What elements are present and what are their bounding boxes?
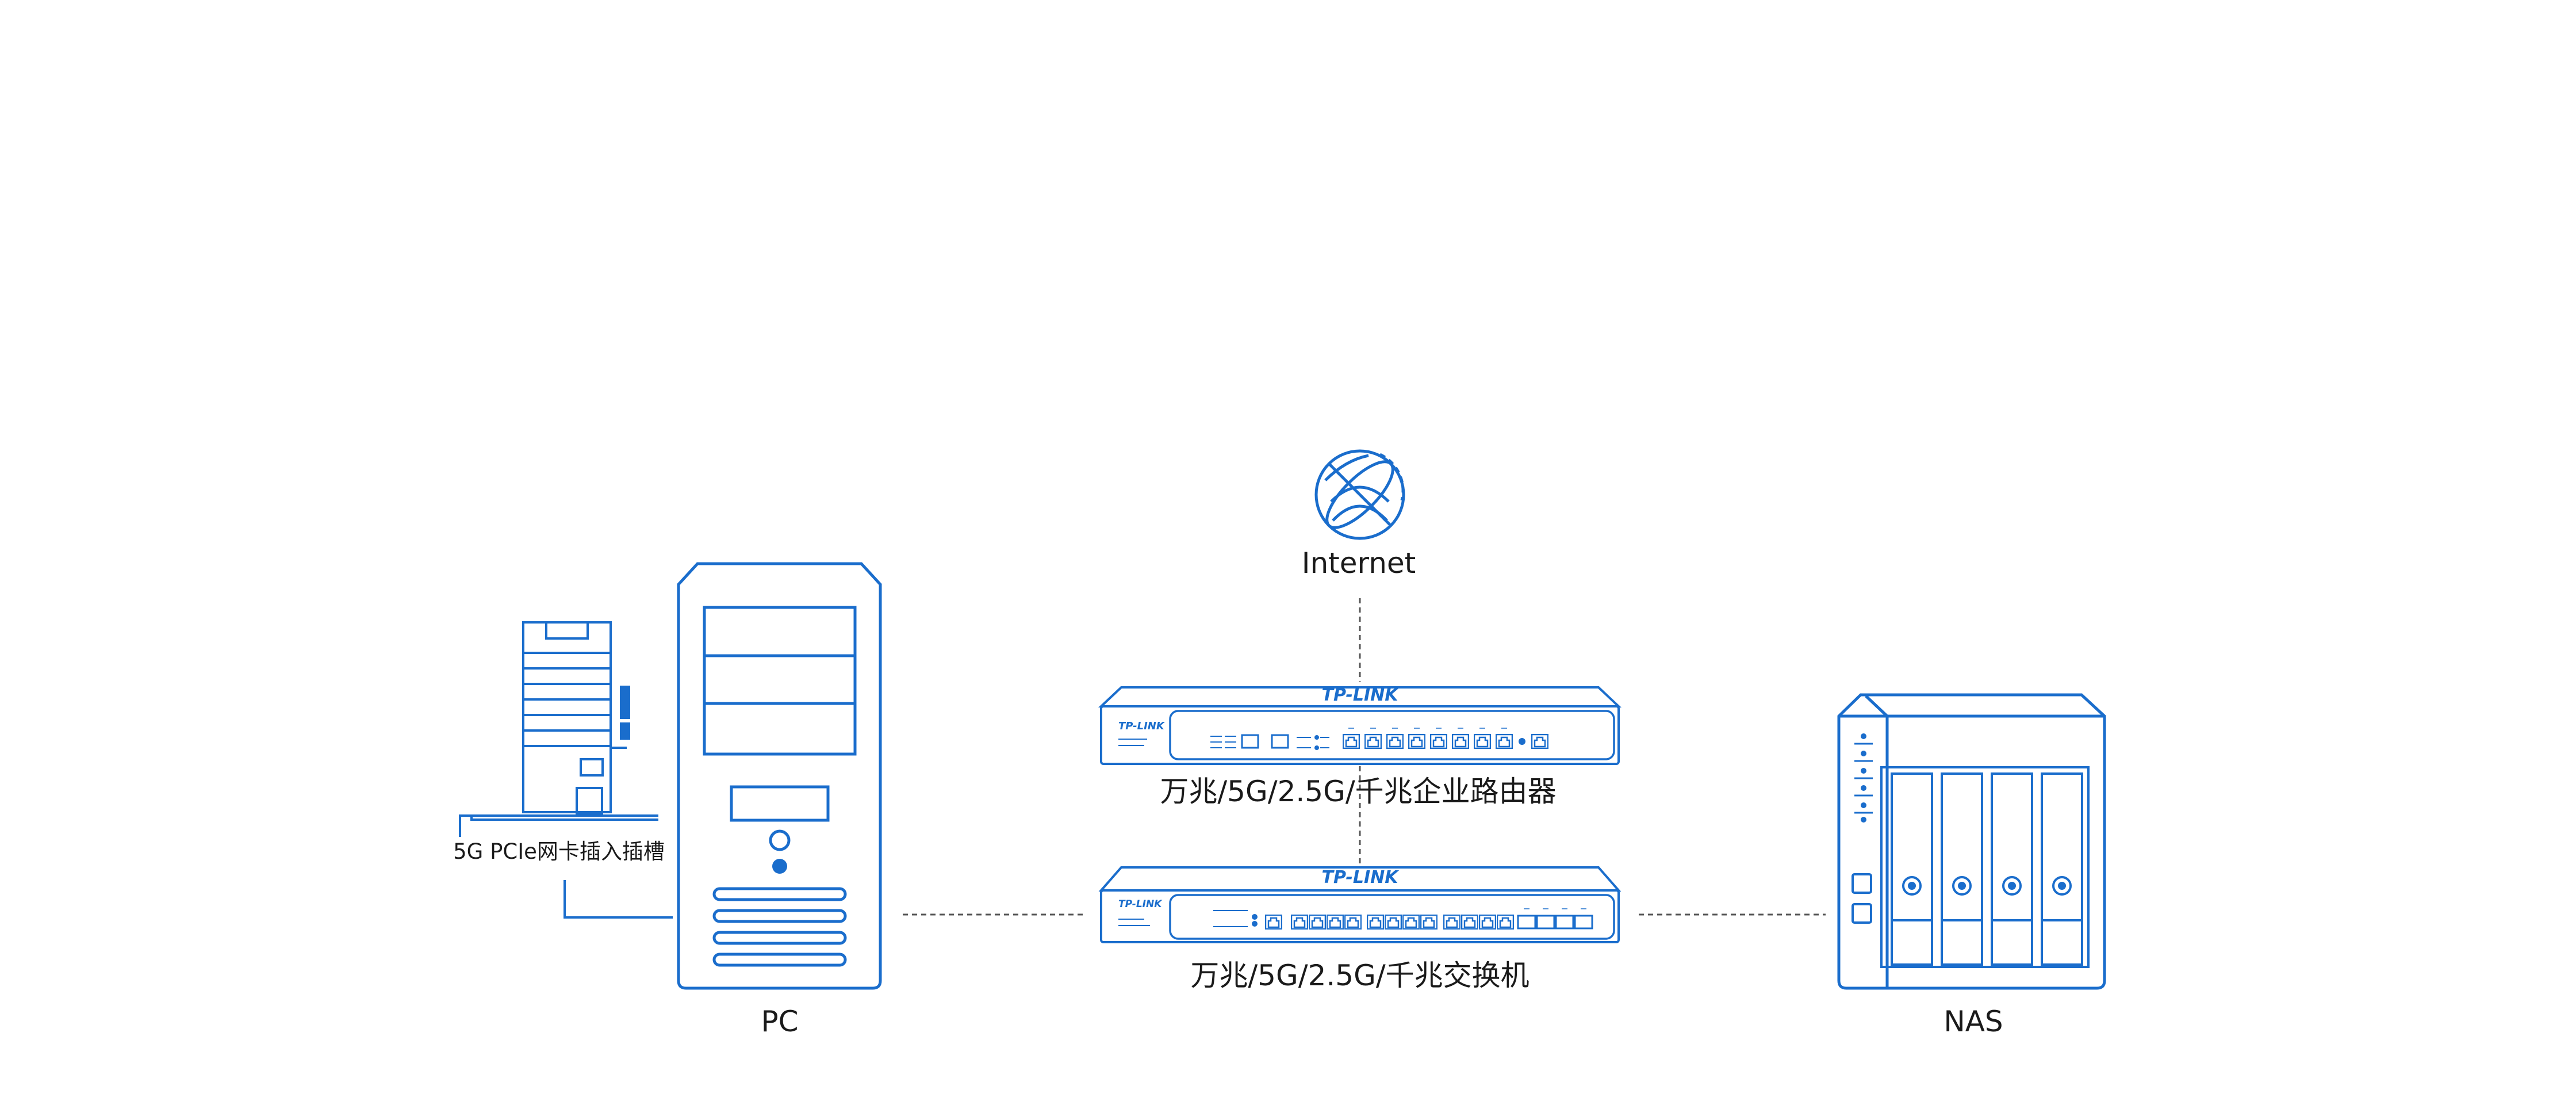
router-label: 万兆/5G/2.5G/千兆企业路由器	[1160, 775, 1557, 808]
nas-icon	[1837, 693, 2106, 990]
nic-label: 5G PCIe网卡插入插槽	[453, 839, 665, 864]
nic-to-pc-connector	[564, 880, 673, 919]
switch-brand-top: TP-LINK	[1321, 867, 1400, 888]
globe-icon	[1314, 449, 1405, 540]
internet-label: Internet	[1301, 546, 1416, 580]
switch-icon: TP-LINK TP-LINK	[1098, 866, 1621, 943]
switch-brand-front: TP-LINK	[1118, 898, 1163, 910]
router-brand-top: TP-LINK	[1321, 685, 1400, 705]
connections	[903, 598, 1826, 916]
pcie-network-card-icon	[459, 621, 658, 837]
pc-tower-icon	[677, 562, 882, 990]
pc-label: PC	[761, 1005, 799, 1038]
switch-label: 万兆/5G/2.5G/千兆交换机	[1190, 959, 1529, 992]
router-icon: TP-LINK TP-LINK	[1098, 685, 1622, 765]
router-brand-front: TP-LINK	[1118, 720, 1166, 732]
nas-label: NAS	[1943, 1005, 2003, 1038]
